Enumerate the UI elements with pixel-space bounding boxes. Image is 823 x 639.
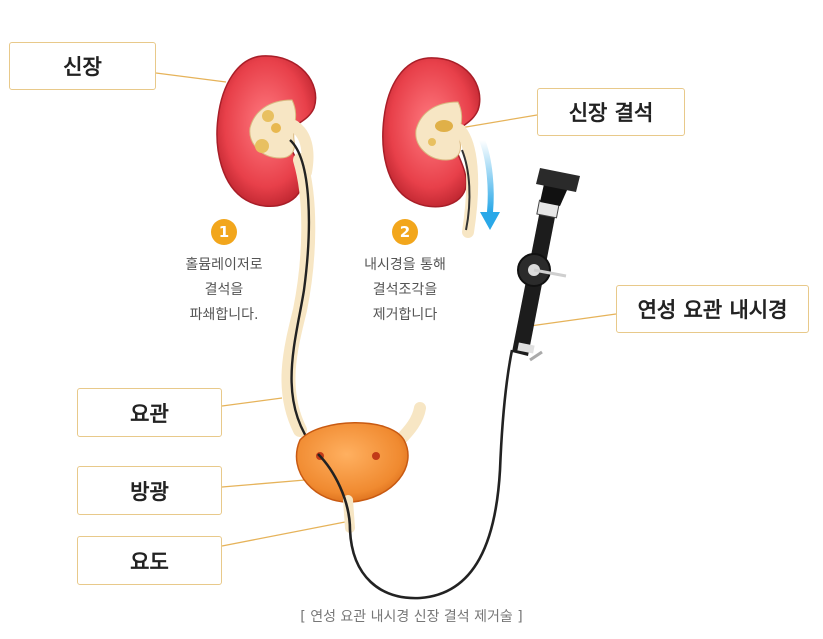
scope-cable (317, 349, 514, 600)
label-ureteroscope: 연성 요관 내시경 (616, 285, 809, 333)
label-kidney-stone-text: 신장 결석 (568, 101, 654, 125)
label-ureter: 요관 (77, 388, 222, 437)
step-2-badge: 2 (392, 219, 418, 245)
label-urethra-text: 요도 (130, 549, 169, 574)
step-1-line-3: 파쇄합니다. (189, 307, 259, 323)
kidney-leader-line (155, 72, 227, 83)
kidney-stone-shape (435, 120, 453, 132)
step-1-description: 홀뮴레이저로 결석을 파쇄합니다. (154, 253, 294, 328)
step-2-line-3: 제거합니다 (372, 307, 438, 323)
step-1-badge: 1 (211, 219, 237, 245)
label-bladder-text: 방광 (130, 479, 169, 504)
ureter-leader-line (221, 397, 283, 407)
bladder-organ (295, 422, 409, 533)
label-ureteroscope-text: 연성 요관 내시경 (637, 298, 788, 322)
label-kidney-text: 신장 (63, 55, 102, 79)
step-2-line-2: 결석조각을 (372, 282, 438, 298)
step-1-line-2: 결석을 (204, 282, 244, 298)
step-2-description: 내시경을 통해 결석조각을 제거합니다 (335, 253, 475, 328)
left-kidney (216, 55, 317, 208)
right-kidney (382, 57, 481, 238)
label-bladder: 방광 (77, 466, 222, 515)
stone-leader-line (459, 114, 538, 129)
step-1-number: 1 (218, 223, 230, 241)
figure-caption: [ 연성 요관 내시경 신장 결석 제거술 ] (300, 609, 523, 625)
label-kidney-stone: 신장 결석 (537, 88, 685, 136)
scope-leader-line (529, 313, 617, 327)
bladder-leader-line (221, 479, 306, 488)
withdrawal-arrow (479, 137, 500, 230)
step-1-line-1: 홀뮴레이저로 (185, 257, 263, 273)
step-2-line-1: 내시경을 통해 (364, 257, 446, 273)
ureteroscope-device (512, 168, 580, 362)
label-ureter-text: 요관 (130, 401, 169, 426)
step-2-number: 2 (399, 223, 411, 241)
label-urethra: 요도 (77, 536, 222, 585)
scope-cable-in-ureter (289, 139, 315, 449)
urethra-leader-line (221, 521, 346, 547)
label-kidney: 신장 (9, 42, 156, 90)
